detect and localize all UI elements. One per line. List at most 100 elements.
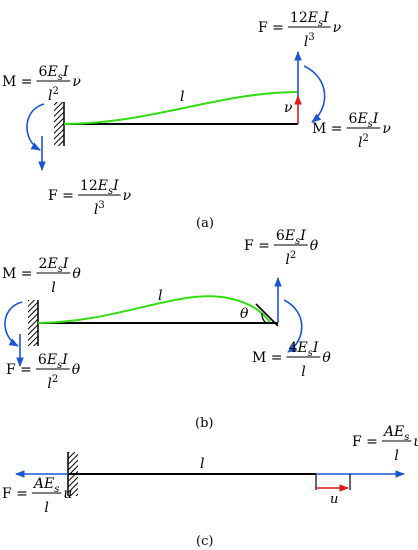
rotation-arc xyxy=(261,312,267,324)
formula-lhs: F = xyxy=(352,434,378,450)
formula-lhs: M = xyxy=(2,266,33,282)
numerator-coefficient: A xyxy=(32,476,44,492)
fixed-support xyxy=(54,102,64,146)
numerator-modulus: E xyxy=(393,424,404,440)
formula-lhs: M = xyxy=(252,350,283,366)
numerator-coefficient: 4 xyxy=(289,340,298,356)
formula-denominator: l3 xyxy=(94,200,105,218)
numerator-subscript: s xyxy=(108,186,113,197)
numerator-modulus: E xyxy=(284,228,295,244)
displacement-label: u xyxy=(330,492,338,507)
formula-numerator: 6EsI xyxy=(349,111,379,130)
length-label: l xyxy=(180,89,184,105)
numerator-subscript: s xyxy=(58,72,63,83)
numerator-inertia: I xyxy=(62,64,69,80)
denominator-exponent: 2 xyxy=(362,133,368,144)
formula-variable: ν xyxy=(333,20,342,36)
denominator-length: l xyxy=(94,202,98,218)
length-label: l xyxy=(200,456,204,472)
numerator-modulus: E xyxy=(46,64,57,80)
numerator-modulus: E xyxy=(43,476,54,492)
numerator-subscript: s xyxy=(318,18,323,29)
formula-denominator: l3 xyxy=(304,32,315,50)
denominator-length: l xyxy=(44,500,48,516)
denominator-length: l xyxy=(51,280,55,296)
right-moment-arrow xyxy=(283,299,303,353)
numerator-coefficient: 6 xyxy=(38,352,47,368)
formula-lhs: F = xyxy=(244,238,270,254)
numerator-inertia: I xyxy=(61,352,68,368)
beam-deflected xyxy=(63,91,299,125)
formula-numerator: 6EsI xyxy=(39,64,69,83)
denominator-length: l xyxy=(301,364,305,380)
formula-denominator: l2 xyxy=(358,133,369,151)
numerator-inertia: I xyxy=(372,111,379,127)
denominator-length: l xyxy=(358,135,362,151)
denominator-exponent: 2 xyxy=(52,374,58,385)
denominator-exponent: 3 xyxy=(308,32,314,43)
numerator-modulus: E xyxy=(356,111,367,127)
numerator-coefficient: 6 xyxy=(39,64,48,80)
numerator-modulus: E xyxy=(46,256,57,272)
numerator-modulus: E xyxy=(46,352,57,368)
caption: (c) xyxy=(196,534,213,549)
formula-variable: θ xyxy=(322,350,331,366)
denominator-exponent: 2 xyxy=(52,86,58,97)
formula-numerator: 2EsI xyxy=(39,256,69,275)
formula-variable: θ xyxy=(72,362,81,378)
formula-numerator: AEs xyxy=(382,424,410,443)
formula-numerator: 6EsI xyxy=(38,352,68,371)
numerator-inertia: I xyxy=(299,228,306,244)
formula-variable: u xyxy=(63,486,72,502)
formula-denominator: l2 xyxy=(47,374,58,392)
formula-variable: ν xyxy=(72,74,81,90)
numerator-coefficient: 12 xyxy=(80,178,98,194)
left-moment-arrow xyxy=(26,103,45,151)
formula-lhs: F = xyxy=(2,486,28,502)
numerator-subscript: s xyxy=(57,360,62,371)
formula-numerator: 12EsI xyxy=(290,10,329,29)
formula-denominator: l xyxy=(51,280,55,296)
denominator-length: l xyxy=(394,448,398,464)
numerator-subscript: s xyxy=(54,484,59,495)
rotated-end-line xyxy=(255,303,279,327)
formula-denominator: l2 xyxy=(48,86,59,104)
formula-variable: θ xyxy=(310,238,319,254)
numerator-coefficient: 12 xyxy=(290,10,308,26)
formula-denominator: l xyxy=(44,500,48,516)
formula-lhs: M = xyxy=(2,74,33,90)
rotation-label: θ xyxy=(240,306,249,322)
displacement-label: ν xyxy=(284,100,293,116)
numerator-coefficient: A xyxy=(382,424,394,440)
denominator-length: l xyxy=(304,34,308,50)
numerator-inertia: I xyxy=(112,178,119,194)
numerator-modulus: E xyxy=(296,340,307,356)
numerator-subscript: s xyxy=(404,432,409,443)
numerator-coefficient: 6 xyxy=(276,228,285,244)
length-label: l xyxy=(158,288,162,304)
beam-deflected xyxy=(37,295,271,324)
formula-numerator: 12EsI xyxy=(80,178,119,197)
formula-denominator: l2 xyxy=(285,250,296,268)
numerator-subscript: s xyxy=(368,119,373,130)
denominator-exponent: 2 xyxy=(290,250,296,261)
numerator-subscript: s xyxy=(58,264,63,275)
numerator-modulus: E xyxy=(97,178,108,194)
formula-lhs: F = xyxy=(6,362,32,378)
numerator-modulus: E xyxy=(307,10,318,26)
formula-denominator: l xyxy=(394,448,398,464)
numerator-inertia: I xyxy=(312,340,319,356)
formula-variable: θ xyxy=(72,266,81,282)
numerator-subscript: s xyxy=(295,236,300,247)
numerator-inertia: I xyxy=(322,10,329,26)
